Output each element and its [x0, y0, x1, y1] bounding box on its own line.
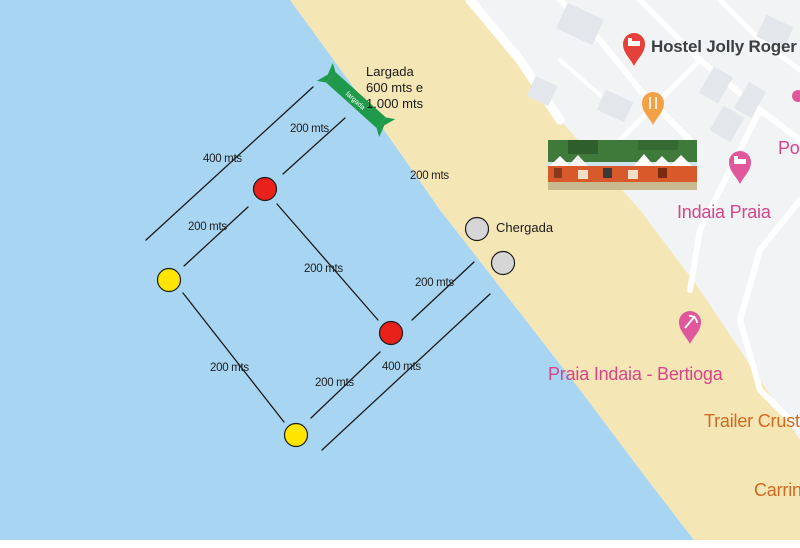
poi-carrin-label[interactable]: Carrin: [754, 480, 800, 500]
poi-hostel-label[interactable]: Hostel Jolly Roger: [651, 37, 797, 56]
hotel-pin-icon: [729, 151, 751, 184]
buoy-yellow-1: [156, 267, 182, 293]
start-label: Largada 600 mts e 1.000 mts: [366, 64, 423, 112]
route-label-outer-se: 400 mts: [382, 361, 421, 373]
route-label-start-arrival: 200 mts: [410, 170, 449, 182]
outer-line-se: [321, 293, 491, 451]
line-start-to-red1: [282, 117, 346, 175]
line-red2-to-arrival: [411, 261, 475, 321]
line-yellow2-to-red2: [310, 351, 381, 419]
route-label-red1-yellow1: 200 mts: [188, 221, 227, 233]
beach-pin-icon: [679, 311, 701, 344]
partial-pin-icon: [792, 90, 800, 102]
start-distance-1: 600 mts e: [366, 80, 424, 95]
buoy-red-2: [378, 320, 404, 346]
course-lines: [145, 86, 491, 451]
route-label-outer-nw: 400 mts: [203, 153, 242, 165]
line-red1-to-yellow1: [183, 206, 249, 267]
poi-praia-indaia-label[interactable]: Praia Indaia - Bertioga: [548, 364, 723, 384]
line-yellow1-to-yellow2: [182, 292, 285, 423]
hostel-pin-icon: [623, 33, 645, 66]
route-label-red1-red2: 200 mts: [304, 263, 343, 275]
route-label-yellow2-red2: 200 mts: [315, 377, 354, 389]
poi-po-label[interactable]: Po: [778, 138, 800, 158]
start-distance-2: 1.000 mts: [366, 96, 424, 111]
arrival-buoy-1: [464, 216, 490, 242]
start-title: Largada: [366, 64, 414, 79]
sea: [0, 0, 700, 548]
poi-trailer-label[interactable]: Trailer Crust: [704, 411, 800, 431]
arrival-label: Chergada: [496, 220, 554, 235]
buoy-red-1: [252, 176, 278, 202]
route-label-start-red1: 200 mts: [290, 123, 329, 135]
route-label-yellow1-yellow2: 200 mts: [210, 362, 249, 374]
course-markers: [156, 176, 516, 448]
restaurant-pin-icon: [642, 92, 664, 125]
bottom-edge: [0, 540, 800, 548]
buildings: [526, 2, 794, 143]
route-label-red2-arrival: 200 mts: [415, 277, 454, 289]
outer-line-nw: [145, 86, 314, 241]
buoy-yellow-2: [283, 422, 309, 448]
poi-indaia-praia-label[interactable]: Indaia Praia: [677, 202, 771, 222]
line-red1-to-red2: [276, 203, 379, 321]
sand-beach: [290, 0, 800, 548]
arrival-buoy-2: [490, 250, 516, 276]
event-photo: [548, 140, 697, 190]
